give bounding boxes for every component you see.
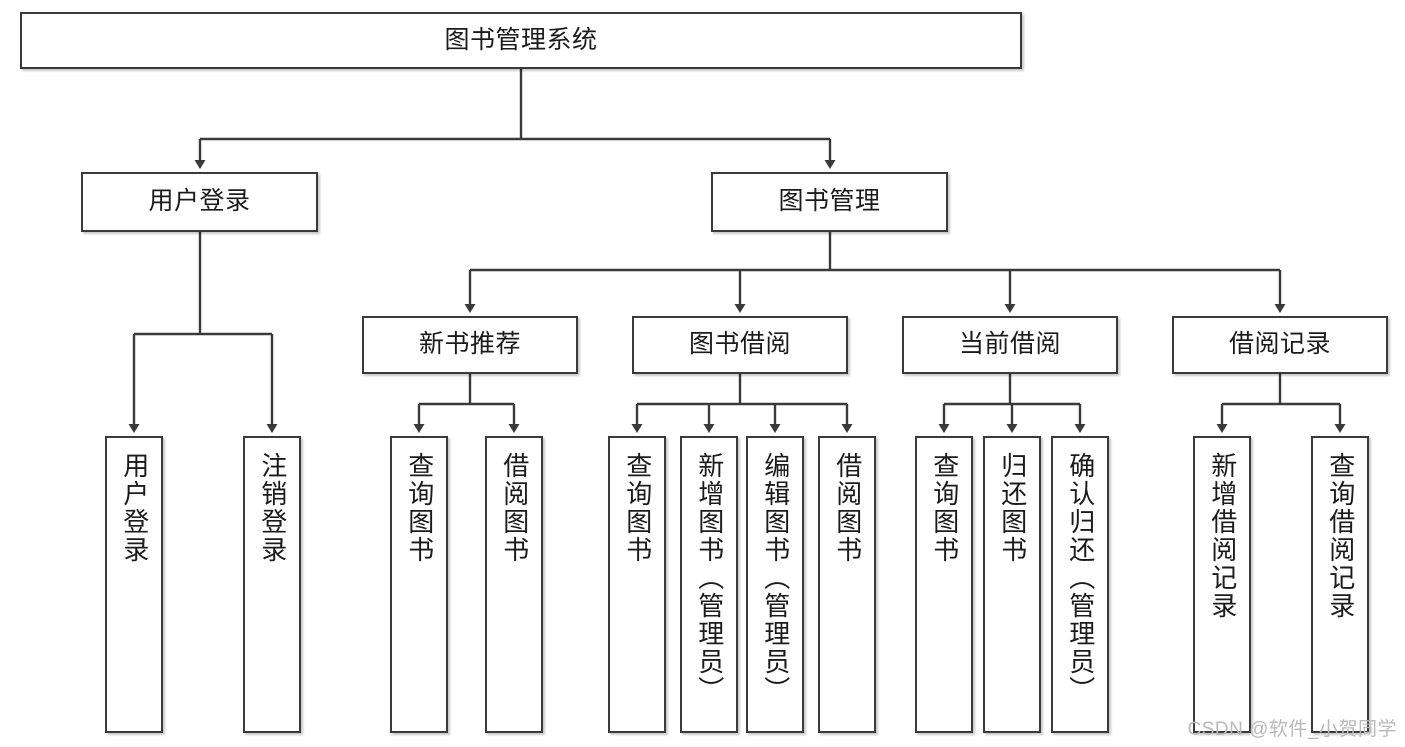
node-label: 归还图书 [997,452,1028,564]
node-leaf-leaf-query-book-recommend[interactable]: 查询图书 [390,436,448,733]
node-label: 新增图书（管理员） [694,452,725,704]
node-leaf-leaf-query-book-borrow[interactable]: 查询图书 [608,436,666,733]
node-leaf-leaf-add-book[interactable]: 新增图书（管理员） [680,436,738,733]
node-label: 查询图书 [622,452,653,564]
node-leaf-leaf-return-book[interactable]: 归还图书 [983,436,1041,733]
node-label: 新书推荐 [418,330,521,359]
node-level3-new-book-recommend[interactable]: 新书推荐 [362,316,578,374]
node-label: 新增借阅记录 [1207,452,1238,620]
node-label: 图书管理系统 [444,25,598,54]
node-label: 确认归还（管理员） [1065,452,1096,704]
node-label: 用户登录 [148,187,251,216]
node-leaf-leaf-borrow-book[interactable]: 借阅图书 [818,436,876,733]
node-label: 当前借阅 [958,330,1061,359]
node-label: 用户登录 [119,452,150,564]
node-label: 查询借阅记录 [1325,452,1356,620]
watermark-text: CSDN @软件_小贺同学 [1187,719,1397,740]
node-leaf-leaf-query-borrow-record[interactable]: 查询借阅记录 [1311,436,1369,733]
node-leaf-leaf-user-logout[interactable]: 注销登录 [243,436,301,733]
node-root-root[interactable]: 图书管理系统 [20,12,1022,69]
node-label: 借阅图书 [499,452,530,564]
node-leaf-leaf-edit-book[interactable]: 编辑图书（管理员） [746,436,804,733]
node-label: 查询图书 [929,452,960,564]
node-leaf-leaf-user-login[interactable]: 用户登录 [105,436,163,733]
node-label: 注销登录 [257,452,288,564]
node-level3-current-borrow[interactable]: 当前借阅 [902,316,1118,374]
node-level3-book-borrow[interactable]: 图书借阅 [632,316,848,374]
node-label: 图书借阅 [688,330,791,359]
node-leaf-leaf-add-borrow-record[interactable]: 新增借阅记录 [1193,436,1251,733]
node-label: 借阅图书 [832,452,863,564]
node-label: 查询图书 [404,452,435,564]
node-leaf-leaf-borrow-book-recommend[interactable]: 借阅图书 [485,436,543,733]
node-label: 编辑图书（管理员） [760,452,791,704]
node-leaf-leaf-query-book-current[interactable]: 查询图书 [915,436,973,733]
node-leaf-leaf-confirm-return[interactable]: 确认归还（管理员） [1051,436,1109,733]
node-label: 借阅记录 [1228,330,1331,359]
node-level3-borrow-record[interactable]: 借阅记录 [1172,316,1388,374]
node-label: 图书管理 [778,187,881,216]
node-level2-user-login[interactable]: 用户登录 [81,172,318,232]
node-level2-book-manage[interactable]: 图书管理 [711,172,948,232]
